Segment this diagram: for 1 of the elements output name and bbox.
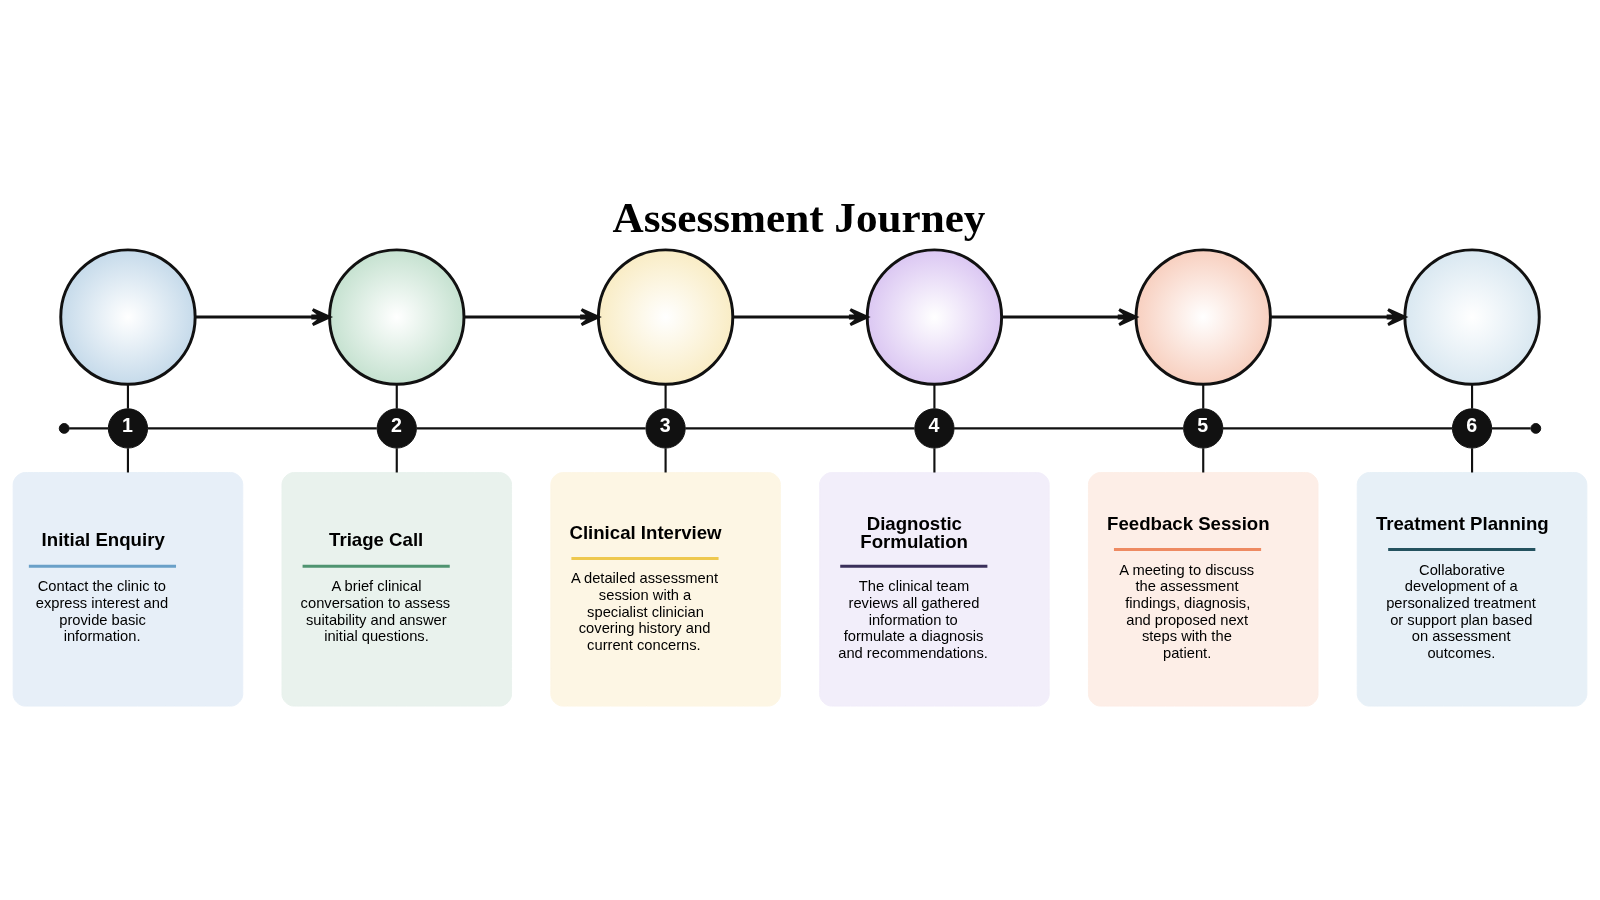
- diagram-title: Assessment Journey: [612, 193, 986, 241]
